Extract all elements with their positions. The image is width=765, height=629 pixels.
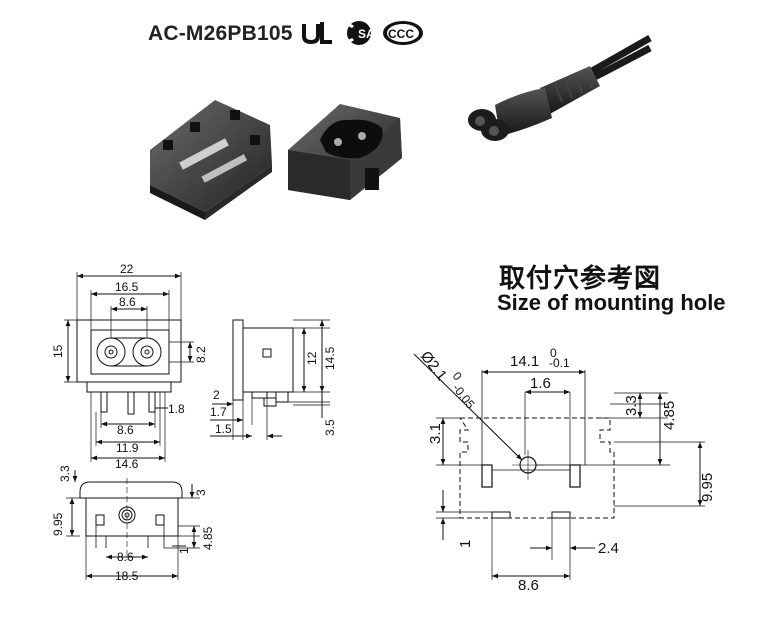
mounting-title-cn: 取付穴参考図 bbox=[499, 264, 662, 294]
dim-hole-diameter: Ø2.1 bbox=[417, 348, 450, 384]
dim-hole-diameter-tol-low: -0.05 bbox=[450, 381, 478, 411]
photo-socket-front bbox=[288, 104, 402, 200]
dim-front-15: 15 bbox=[51, 344, 65, 358]
dim-hole-3-3: 3.3 bbox=[623, 395, 640, 416]
dim-hole-8-6: 8.6 bbox=[518, 577, 539, 594]
dim-front-14-6: 14.6 bbox=[115, 457, 139, 471]
dim-bottom-1: 1 bbox=[177, 547, 191, 554]
dim-hole-14-1: 14.1 bbox=[510, 353, 539, 370]
side-view-drawing bbox=[210, 319, 330, 440]
dim-side-2: 2 bbox=[213, 388, 220, 402]
dim-front-22: 22 bbox=[120, 262, 134, 276]
ccc-mark-text: CCC bbox=[388, 27, 414, 41]
photo-power-cord bbox=[468, 34, 652, 141]
bottom-view-drawing bbox=[66, 470, 200, 580]
dim-front-8-6b: 8.6 bbox=[117, 423, 134, 437]
dim-hole-4-85: 4.85 bbox=[661, 401, 678, 430]
dim-side-3-5: 3.5 bbox=[323, 419, 337, 436]
dim-hole-2-4: 2.4 bbox=[598, 540, 619, 557]
front-view-drawing bbox=[64, 272, 194, 462]
dim-hole-9-95: 9.95 bbox=[699, 473, 716, 502]
dim-bottom-8-6: 8.6 bbox=[117, 550, 134, 564]
csa-mark-text: SA bbox=[358, 27, 375, 41]
dim-front-11-9: 11.9 bbox=[116, 441, 139, 455]
dim-side-14-5: 14.5 bbox=[323, 346, 337, 370]
dim-front-8-2: 8.2 bbox=[194, 346, 208, 363]
dim-front-8-6: 8.6 bbox=[119, 295, 136, 309]
dim-side-1-7: 1.7 bbox=[210, 405, 227, 419]
certification-marks: UL SA CCC bbox=[302, 21, 423, 45]
model-number: AC-M26PB105 bbox=[148, 22, 293, 45]
dim-hole-14-1-tol-low: -0.1 bbox=[549, 356, 570, 370]
dim-hole-3-1: 3.1 bbox=[427, 423, 444, 444]
dim-side-1-5: 1.5 bbox=[215, 422, 232, 436]
ccc-mark-icon: CCC bbox=[383, 21, 423, 45]
dim-hole-1: 1 bbox=[457, 540, 474, 548]
dim-front-1-8: 1.8 bbox=[168, 402, 185, 416]
dim-front-16-5: 16.5 bbox=[115, 280, 139, 294]
csa-mark-icon: SA bbox=[338, 21, 375, 45]
dim-hole-14-1-tol-up: 0 bbox=[550, 346, 557, 360]
dim-bottom-4-85: 4.85 bbox=[201, 526, 215, 550]
dim-hole-1-6: 1.6 bbox=[530, 375, 551, 392]
dim-bottom-3: 3 bbox=[194, 489, 208, 496]
dim-bottom-3-3: 3.3 bbox=[58, 465, 72, 482]
ul-recognized-mark-icon: UL bbox=[302, 22, 332, 45]
dim-side-12: 12 bbox=[305, 351, 319, 365]
dim-hole-diameter-tol-up: 0 bbox=[450, 369, 465, 383]
mounting-hole-drawing bbox=[413, 353, 705, 580]
photo-socket-back bbox=[150, 100, 272, 220]
dim-bottom-18-5: 18.5 bbox=[115, 569, 139, 583]
mounting-title-en: Size of mounting hole bbox=[497, 290, 726, 315]
dim-bottom-9-95: 9.95 bbox=[51, 512, 65, 536]
